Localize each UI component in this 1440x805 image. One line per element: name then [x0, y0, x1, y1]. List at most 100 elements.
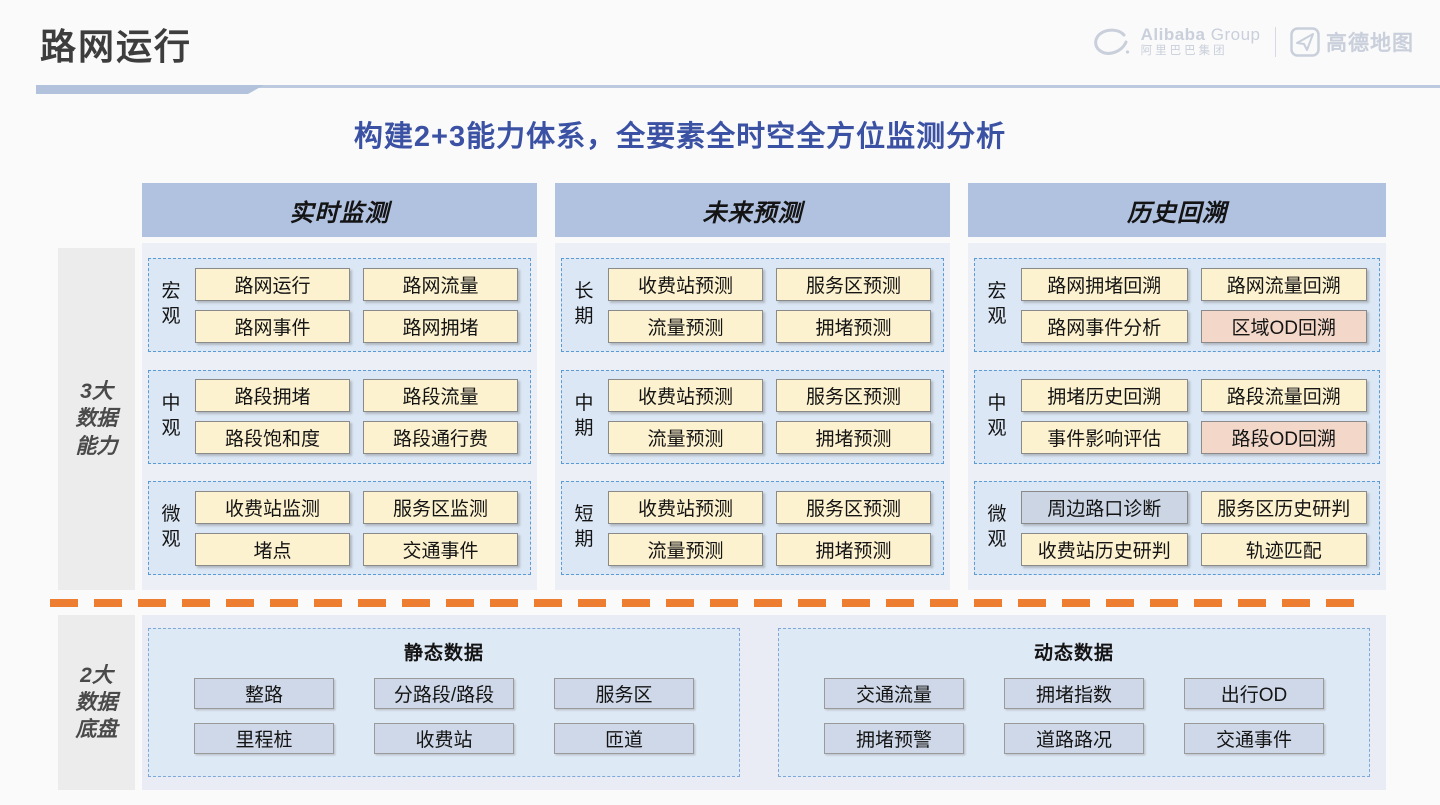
capability-chip: 收费站预测: [608, 379, 763, 412]
capability-chip-grid: 收费站预测服务区预测流量预测拥堵预测: [606, 379, 943, 454]
capability-chip: 堵点: [195, 532, 350, 566]
row-history-微观: 微观周边路口诊断服务区历史研判收费站历史研判轨迹匹配: [974, 481, 1380, 575]
capability-chip: 服务区预测: [776, 379, 931, 412]
column-panel-history: 宏观路网拥堵回溯路网流量回溯路网事件分析区域OD回溯中观拥堵历史回溯路段流量回溯…: [968, 243, 1386, 590]
row-label-text: 短期: [574, 504, 594, 550]
capability-chip: 服务区预测: [776, 490, 931, 524]
capability-chip: 拥堵预测: [776, 421, 931, 454]
logo-bar: Alibaba Group 阿里巴巴集团 高德地图: [1091, 25, 1414, 57]
data-panel-title-static: 静态数据: [403, 643, 484, 664]
row-label-text: 微观: [987, 504, 1007, 550]
data-chip: 分路段/路段: [374, 678, 514, 709]
capability-chip: 拥堵预测: [776, 532, 931, 566]
capability-chip: 收费站预测: [608, 490, 763, 524]
row-history-中观: 中观拥堵历史回溯路段流量回溯事件影响评估路段OD回溯: [974, 369, 1380, 464]
capability-chip: 拥堵预测: [776, 309, 931, 343]
column-header-realtime: 实时监测: [142, 183, 537, 237]
capability-chip: 路段流量: [363, 379, 518, 412]
row-label-text: 宏观: [987, 281, 1007, 327]
row-label: 微观: [975, 503, 1019, 552]
logo-divider: [1274, 26, 1276, 57]
capability-grid: 宏观路网运行路网流量路网事件路网拥堵中观路段拥堵路段流量路段饱和度路段通行费微观…: [142, 243, 1386, 590]
capability-chip: 路段拥堵: [195, 379, 350, 412]
alibaba-logo-icon: [1091, 28, 1131, 56]
alibaba-group-wordmark: Group: [1205, 25, 1261, 44]
capability-chip: 收费站预测: [608, 267, 763, 301]
row-label: 宏观: [975, 280, 1019, 329]
row-forecast-长期: 长期收费站预测服务区预测流量预测拥堵预测: [561, 258, 944, 352]
capability-chip-grid: 周边路口诊断服务区历史研判收费站历史研判轨迹匹配: [1019, 490, 1379, 566]
column-panel-realtime: 宏观路网运行路网流量路网事件路网拥堵中观路段拥堵路段流量路段饱和度路段通行费微观…: [142, 243, 537, 590]
row-forecast-中期: 中期收费站预测服务区预测流量预测拥堵预测: [561, 369, 944, 464]
data-chip: 交通流量: [824, 678, 964, 709]
capability-chip: 拥堵历史回溯: [1021, 379, 1188, 412]
column-header-history: 历史回溯: [968, 183, 1386, 237]
row-realtime-中观: 中观路段拥堵路段流量路段饱和度路段通行费: [148, 369, 531, 464]
data-chip: 拥堵指数: [1004, 678, 1144, 709]
column-headers: 实时监测未来预测历史回溯: [142, 183, 1386, 237]
capability-chip: 流量预测: [608, 532, 763, 566]
data-chip: 出行OD: [1184, 678, 1324, 709]
row-label: 中观: [975, 392, 1019, 441]
capability-chip: 路段流量回溯: [1200, 379, 1367, 412]
data-chip: 道路路况: [1004, 723, 1144, 754]
row-label: 中期: [562, 392, 606, 441]
capability-chip: 交通事件: [363, 532, 518, 566]
capability-chip: 服务区监测: [363, 490, 518, 524]
capability-chip: 路段OD回溯: [1200, 421, 1367, 454]
headline: 构建2+3能力体系，全要素全时空全方位监测分析: [353, 121, 1007, 153]
amap-logo: 高德地图: [1290, 26, 1414, 57]
row-history-宏观: 宏观路网拥堵回溯路网流量回溯路网事件分析区域OD回溯: [974, 258, 1380, 352]
column-panel-forecast: 长期收费站预测服务区预测流量预测拥堵预测中期收费站预测服务区预测流量预测拥堵预测…: [555, 243, 950, 590]
capability-chip-grid: 收费站预测服务区预测流量预测拥堵预测: [606, 267, 943, 343]
capability-chip-grid: 收费站监测服务区监测堵点交通事件: [193, 490, 530, 566]
side-label-capabilities-text: 3大数据能力: [75, 380, 118, 458]
data-chip: 服务区: [554, 678, 694, 709]
row-label: 长期: [562, 280, 606, 329]
capability-chip: 路网流量回溯: [1200, 267, 1367, 301]
alibaba-wordmark: Alibaba: [1140, 25, 1206, 44]
row-label-text: 宏观: [161, 281, 181, 327]
capability-chip: 服务区预测: [776, 267, 931, 301]
title-underline: [36, 85, 1440, 88]
capability-chip: 路段饱和度: [195, 421, 350, 454]
capability-chip: 路网流量: [363, 267, 518, 301]
data-chip: 交通事件: [1184, 723, 1324, 754]
row-forecast-短期: 短期收费站预测服务区预测流量预测拥堵预测: [561, 481, 944, 575]
capability-chip: 流量预测: [608, 309, 763, 343]
data-chip: 匝道: [554, 723, 694, 754]
capability-chip: 事件影响评估: [1021, 421, 1188, 454]
capability-chip: 路网事件分析: [1021, 309, 1188, 343]
data-chip: 拥堵预警: [824, 723, 964, 754]
amap-wordmark: 高德地图: [1326, 31, 1414, 55]
row-label: 中观: [149, 392, 193, 441]
capability-chip: 路网拥堵回溯: [1021, 267, 1188, 301]
alibaba-cn-wordmark: 阿里巴巴集团: [1140, 44, 1228, 57]
page-title: 路网运行: [40, 26, 193, 67]
row-label-text: 中观: [987, 392, 1007, 439]
capability-chip-grid: 路段拥堵路段流量路段饱和度路段通行费: [193, 379, 530, 454]
data-chip-grid: 整路分路段/路段服务区里程桩收费站匝道: [149, 678, 739, 754]
title-underline-accent: [36, 85, 264, 94]
capability-chip: 轨迹匹配: [1200, 532, 1367, 566]
row-label-text: 中观: [161, 392, 181, 439]
capability-chip: 收费站历史研判: [1021, 532, 1188, 566]
data-chip: 收费站: [374, 723, 514, 754]
capability-chip-grid: 收费站预测服务区预测流量预测拥堵预测: [606, 490, 943, 566]
row-label: 短期: [562, 503, 606, 552]
capability-chip: 收费站监测: [195, 490, 350, 524]
data-chip: 里程桩: [194, 723, 334, 754]
capability-chip: 流量预测: [608, 421, 763, 454]
capability-chip: 路网拥堵: [363, 309, 518, 343]
row-realtime-宏观: 宏观路网运行路网流量路网事件路网拥堵: [148, 258, 531, 352]
capability-chip-grid: 路网运行路网流量路网事件路网拥堵: [193, 267, 530, 343]
capability-chip: 路段通行费: [363, 421, 518, 454]
orange-dashed-divider: [50, 599, 1356, 607]
capability-chip: 路网事件: [195, 309, 350, 343]
side-label-foundation-text: 2大数据底盘: [75, 663, 118, 742]
row-label-text: 长期: [574, 281, 594, 327]
capability-chip: 区域OD回溯: [1200, 309, 1367, 343]
